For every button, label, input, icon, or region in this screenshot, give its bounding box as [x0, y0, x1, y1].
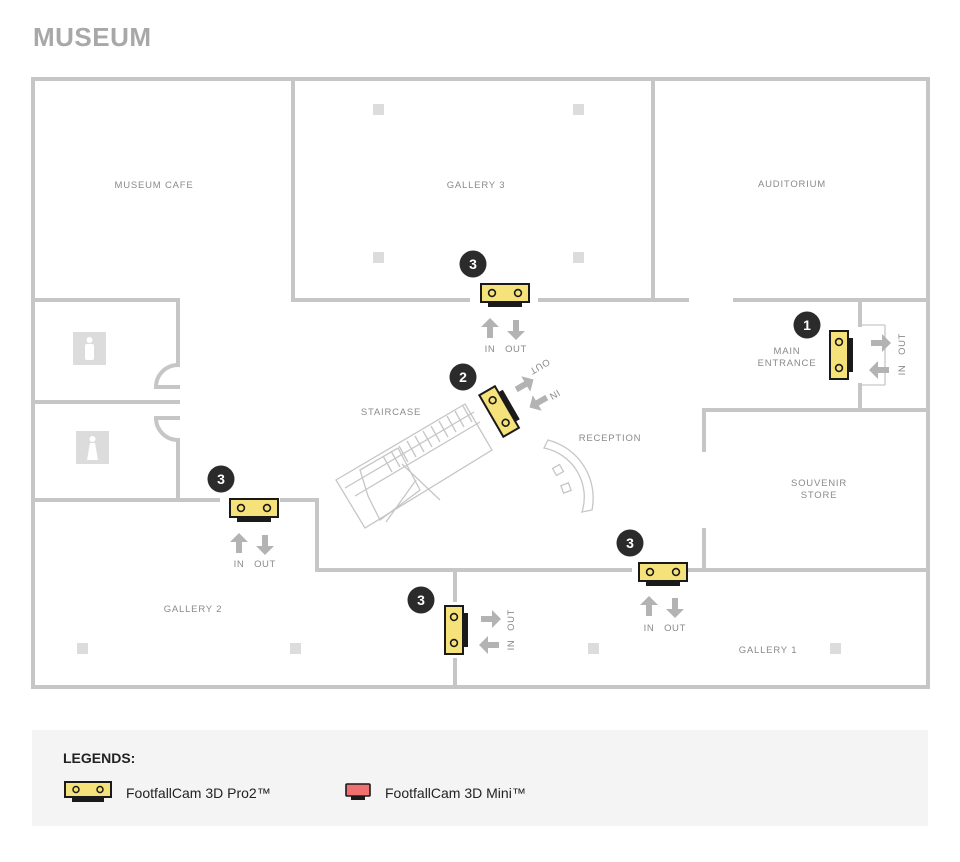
- in-label: IN: [506, 640, 517, 651]
- footfallcam-mini-icon: [345, 783, 371, 800]
- reception-desk: [543, 439, 594, 513]
- camera-gallery2-gallery1-door[interactable]: [444, 605, 469, 655]
- legend-item-mini: FootfallCam 3D Mini™: [345, 782, 526, 804]
- room-label-gallery-3: GALLERY 3: [447, 180, 506, 191]
- pillar: [573, 252, 584, 263]
- legend-label-pro2: FootfallCam 3D Pro2™: [126, 785, 271, 801]
- out-label: OUT: [254, 559, 276, 570]
- out-arrow-icon: [666, 598, 684, 618]
- in-label: IN: [234, 559, 245, 570]
- out-label: OUT: [527, 356, 551, 376]
- camera-gallery3-door[interactable]: [480, 283, 530, 308]
- in-arrow-icon: [869, 361, 889, 379]
- badge-gallery3-door: 3: [459, 250, 487, 278]
- room-label-gallery-2: GALLERY 2: [164, 604, 223, 615]
- badge-gallery1-door: 3: [616, 529, 644, 557]
- out-arrow-icon: [507, 320, 525, 340]
- room-label-main-entrance: MAIN: [774, 346, 801, 357]
- out-arrow-icon: [871, 334, 891, 352]
- camera-gallery1-door[interactable]: [638, 562, 688, 587]
- in-label: IN: [485, 344, 496, 355]
- svg-text:2: 2: [459, 369, 467, 385]
- room-label-souvenir-store: SOUVENIR: [791, 478, 847, 489]
- restroom-male-icon: [73, 332, 106, 365]
- legend-label-mini: FootfallCam 3D Mini™: [385, 785, 526, 801]
- in-arrow-icon: [230, 533, 248, 553]
- pillar: [77, 643, 88, 654]
- pillar: [373, 252, 384, 263]
- restroom-female-icon: [76, 431, 109, 464]
- camera-reception[interactable]: [478, 382, 525, 438]
- in-arrow-icon: [524, 389, 552, 416]
- pillar: [373, 104, 384, 115]
- page-title: MUSEUM: [33, 22, 152, 52]
- svg-text:3: 3: [417, 592, 425, 608]
- room-label-staircase: STAIRCASE: [361, 407, 421, 418]
- out-label: OUT: [505, 344, 527, 355]
- svg-text:3: 3: [469, 256, 477, 272]
- svg-text:1: 1: [803, 317, 811, 333]
- badge-gallery2-door: 3: [207, 465, 235, 493]
- pillar: [290, 643, 301, 654]
- in-arrow-icon: [479, 636, 499, 654]
- pillar: [573, 104, 584, 115]
- pillar: [588, 643, 599, 654]
- room-label-gallery-1: GALLERY 1: [739, 645, 798, 656]
- camera-gallery2-door[interactable]: [229, 498, 279, 523]
- legend-item-pro2: FootfallCam 3D Pro2™: [64, 781, 271, 804]
- out-arrow-icon: [481, 610, 501, 628]
- pillar: [830, 643, 841, 654]
- svg-text:3: 3: [626, 535, 634, 551]
- footfallcam-pro2-icon: [64, 781, 112, 802]
- out-label: OUT: [897, 333, 908, 355]
- out-label: OUT: [506, 609, 517, 631]
- badge-reception: 2: [449, 363, 477, 391]
- badge-main-entrance: 1: [793, 311, 821, 339]
- in-arrow-icon: [640, 596, 658, 616]
- room-label-auditorium: AUDITORIUM: [758, 179, 826, 190]
- out-label: OUT: [664, 623, 686, 634]
- room-label-museum-cafe: MUSEUM CAFE: [115, 180, 194, 191]
- legend-panel: LEGENDS: FootfallCam 3D Pro2™ FootfallCa…: [32, 730, 928, 826]
- floor-plan: MUSEUM CAFE GALLERY 3 AUDITORIUM MAIN EN…: [31, 77, 930, 689]
- out-arrow-icon: [256, 535, 274, 555]
- legend-title: LEGENDS:: [63, 750, 136, 766]
- room-label-main-entrance-2: ENTRANCE: [758, 358, 817, 369]
- in-label: IN: [897, 365, 908, 376]
- room-label-reception: RECEPTION: [579, 433, 642, 444]
- svg-text:3: 3: [217, 471, 225, 487]
- badge-gallery2-gallery1-door: 3: [407, 586, 435, 614]
- in-label: IN: [644, 623, 655, 634]
- camera-main-entrance[interactable]: [829, 330, 854, 380]
- in-label: IN: [547, 387, 562, 402]
- in-arrow-icon: [481, 318, 499, 338]
- room-label-souvenir-store-2: STORE: [801, 490, 838, 501]
- staircase-drawing: [335, 403, 493, 529]
